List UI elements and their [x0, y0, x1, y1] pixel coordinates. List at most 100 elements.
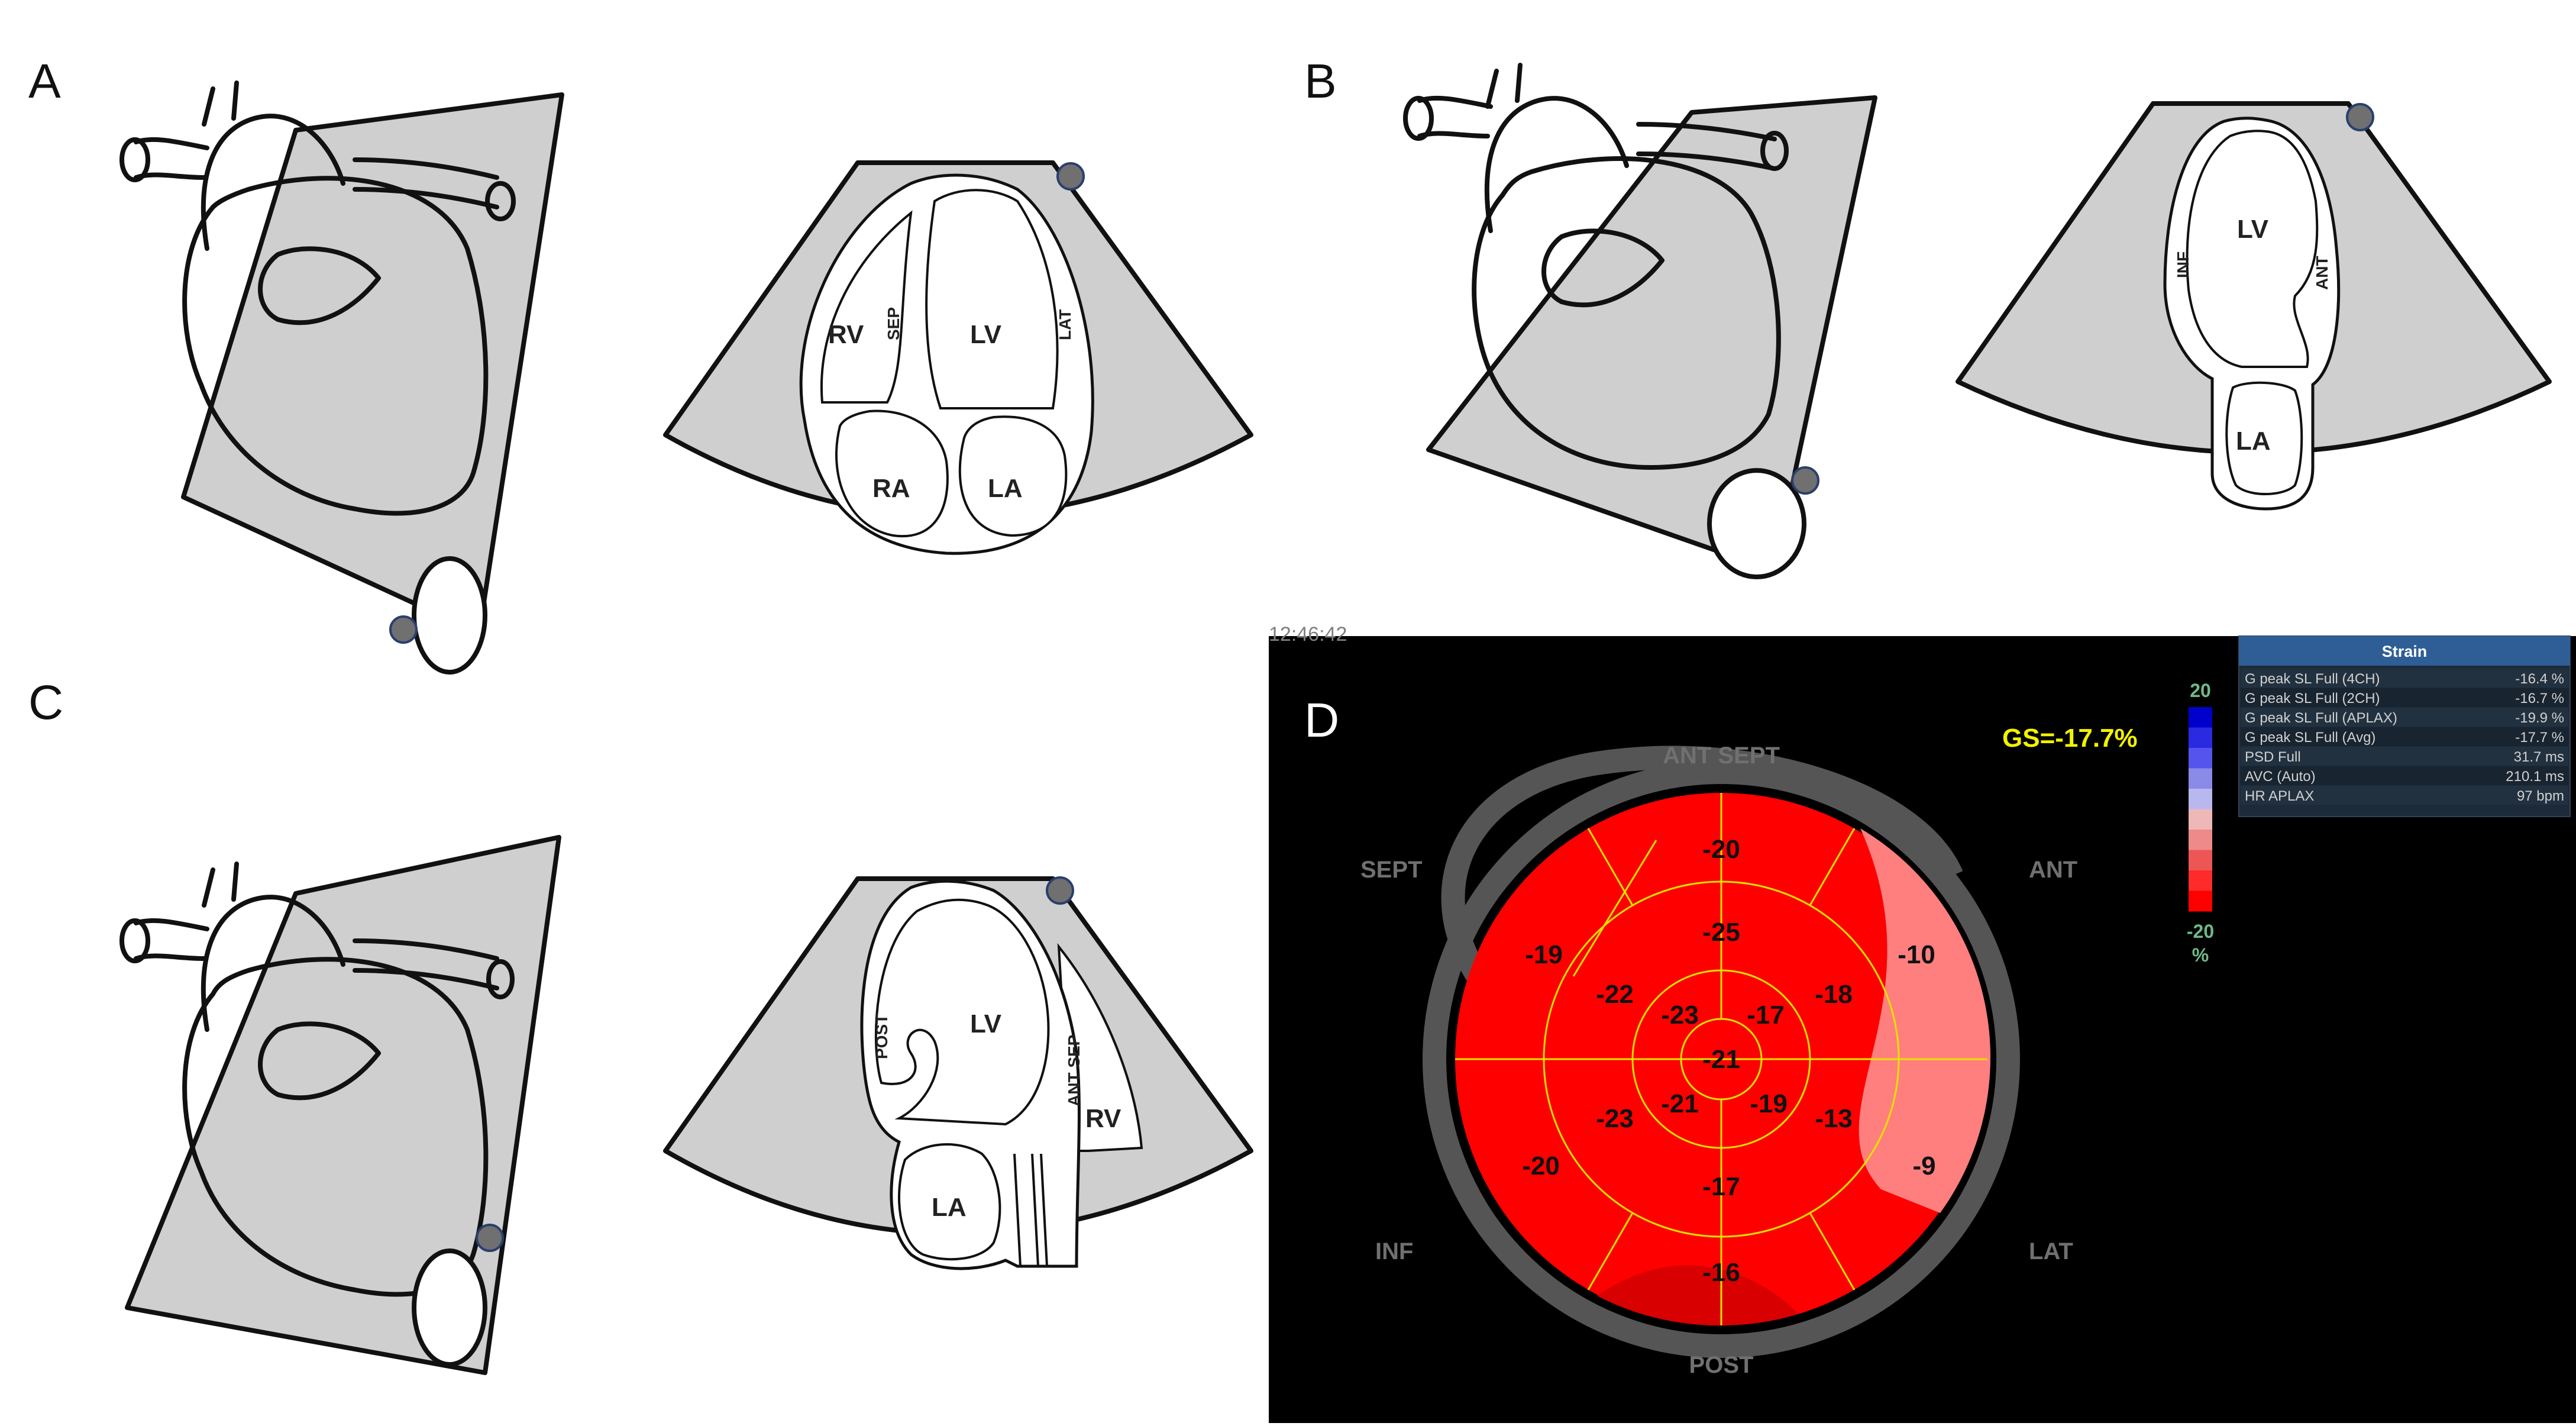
segment-apex: -21	[1702, 1045, 1740, 1074]
strain-table-rows: G peak SL Full (4CH)-16.4 %G peak SL Ful…	[2241, 669, 2568, 805]
panel-a-aortic-arch	[201, 114, 345, 251]
segment-mid-ant-sept: -25	[1702, 918, 1740, 947]
segment-basal-inf: -20	[1522, 1151, 1560, 1180]
panel-c-probe-marker-bottom	[476, 1224, 504, 1252]
panel-b-label-lv: LV	[2237, 215, 2269, 244]
panel-a-label-lat: LAT	[1056, 309, 1074, 340]
panel-a-neck-vessel	[202, 80, 239, 127]
panel-a-label-sep: SEP	[884, 307, 903, 340]
strain-table-row	[2241, 708, 2568, 727]
strain-table-row	[2241, 688, 2568, 707]
strain-table-row-label: PSD Full	[2245, 749, 2301, 765]
panel-c-label-lv: LV	[970, 1009, 1002, 1038]
segment-mid-lat: -13	[1815, 1104, 1853, 1133]
panel-d-spoke-ne	[1809, 828, 1856, 906]
strain-table-row-value: 31.7 ms	[2514, 749, 2564, 765]
scale-bar-step	[2189, 748, 2212, 769]
panel-a-label-la: LA	[988, 474, 1023, 503]
segment-mid-inf: -23	[1596, 1104, 1634, 1133]
panel-b-heart-outline	[1472, 156, 1781, 470]
strain-table-row	[2241, 766, 2568, 785]
strain-table-header	[2239, 636, 2570, 666]
scale-bar-step	[2189, 891, 2212, 912]
panel-a-letter: A	[28, 54, 61, 108]
panel-d-mid-spoke-1	[1572, 840, 1657, 977]
scale-bar-step	[2189, 789, 2212, 809]
panel-a-vessel-end-left	[119, 137, 150, 182]
panel-d-spoke-se	[1809, 1212, 1856, 1291]
strain-table-row-label: G peak SL Full (2CH)	[2245, 691, 2380, 706]
wall-label-post: POST	[1689, 1352, 1754, 1378]
panel-a-atrium-outline	[258, 246, 381, 325]
scale-bar-step	[2189, 830, 2212, 850]
strain-table-row-value: -17.7 %	[2515, 730, 2564, 746]
scale-bar-step	[2189, 768, 2212, 789]
scale-bottom-value: -20	[2187, 921, 2214, 942]
panel-c-echo-sector: LV LA RV POST ANT SEP	[663, 876, 1253, 1270]
strain-table-row-value: -16.4 %	[2515, 671, 2564, 687]
strain-table-title: Strain	[2382, 643, 2428, 660]
panel-d-spoke-sw	[1587, 1212, 1634, 1291]
panel-a-imaging-sector	[181, 92, 564, 635]
panel-a: A RV LV	[28, 54, 1253, 675]
segment-basal-lat: -9	[1912, 1151, 1935, 1180]
panel-c-heart-drawing	[119, 835, 561, 1375]
segment-mid-ant: -18	[1815, 980, 1853, 1009]
wall-label-sept: SEPT	[1360, 857, 1422, 883]
segment-mid-sept: -22	[1596, 980, 1634, 1009]
panel-c-aortic-root	[1013, 1153, 1048, 1267]
panel-b-label-la: LA	[2236, 427, 2271, 456]
panel-c-vessel-end-right	[486, 959, 515, 999]
strain-table-row-value: -16.7 %	[2515, 691, 2564, 706]
panel-b-pulmonary-vessel-right	[1636, 122, 1777, 171]
strain-table-row-label: AVC (Auto)	[2245, 769, 2316, 785]
segment-mid-post: -17	[1702, 1172, 1740, 1201]
panel-d-outer-track	[1441, 746, 1963, 1027]
panel-c-probe-marker	[1046, 876, 1074, 905]
panel-b: B LV LA INF ANT	[1304, 54, 2552, 579]
wall-label-ant: ANT	[2029, 857, 2077, 883]
panel-d-letter: D	[1304, 693, 1339, 747]
strain-table-row-label: G peak SL Full (APLAX)	[2245, 710, 2397, 726]
wall-label-lat: LAT	[2029, 1238, 2073, 1264]
strain-table-row-label: HR APLAX	[2245, 788, 2314, 804]
wall-label-ant-sept: ANT SEPT	[1663, 743, 1780, 769]
panel-c-heart-outline	[182, 957, 489, 1297]
panel-a-label-ra: RA	[872, 474, 910, 503]
global-strain-label: GS=-17.7%	[2002, 724, 2138, 753]
panel-b-aortic-arch	[1485, 96, 1629, 233]
panel-b-body-pad	[1707, 468, 1806, 579]
panel-c-imaging-sector	[125, 835, 561, 1375]
panel-d-bullseye	[1455, 793, 1991, 1326]
strain-table-row	[2241, 727, 2568, 746]
segment-basal-post: -16	[1702, 1258, 1740, 1287]
strain-table-row-value: -19.9 %	[2515, 710, 2564, 726]
panel-a-echo-sector: RV LV RA LA SEP LAT	[663, 160, 1253, 555]
panel-b-vessel-end-left	[1403, 96, 1434, 141]
panel-a-heart-outline	[182, 176, 489, 516]
segment-apical-ant: -17	[1747, 1001, 1785, 1030]
panel-b-la-cavity	[2225, 381, 2303, 495]
scale-bar-step	[2189, 727, 2212, 749]
panel-c-label-rv: RV	[1085, 1104, 1121, 1133]
panel-d-post-dark-region	[1597, 1265, 1798, 1326]
panel-b-label-inf: INF	[2174, 251, 2192, 278]
panel-a-ra-cavity	[835, 409, 949, 538]
panel-b-label-ant: ANT	[2313, 256, 2331, 290]
scale-bar-step	[2189, 850, 2212, 871]
segment-basal-ant-sept: -20	[1702, 835, 1740, 864]
panel-b-lv-cavity	[2186, 130, 2319, 368]
panel-a-probe-marker-bottom	[389, 615, 418, 644]
panel-b-probe-marker	[2346, 103, 2374, 131]
panel-a-label-rv: RV	[828, 320, 864, 349]
panel-a-probe-marker	[1056, 162, 1085, 191]
segment-apical-sept: -23	[1661, 1001, 1699, 1030]
panel-c: C LV LA RV POST ANT	[28, 676, 1253, 1375]
scale-bar-step	[2189, 707, 2212, 728]
strain-table: Strain G peak SL Full (4CH)-16.4 %G peak…	[2238, 635, 2571, 817]
scale-bar-step	[2189, 809, 2212, 830]
panel-a-rv-cavity	[820, 210, 913, 404]
panel-c-lv-cavity	[874, 898, 1050, 1126]
